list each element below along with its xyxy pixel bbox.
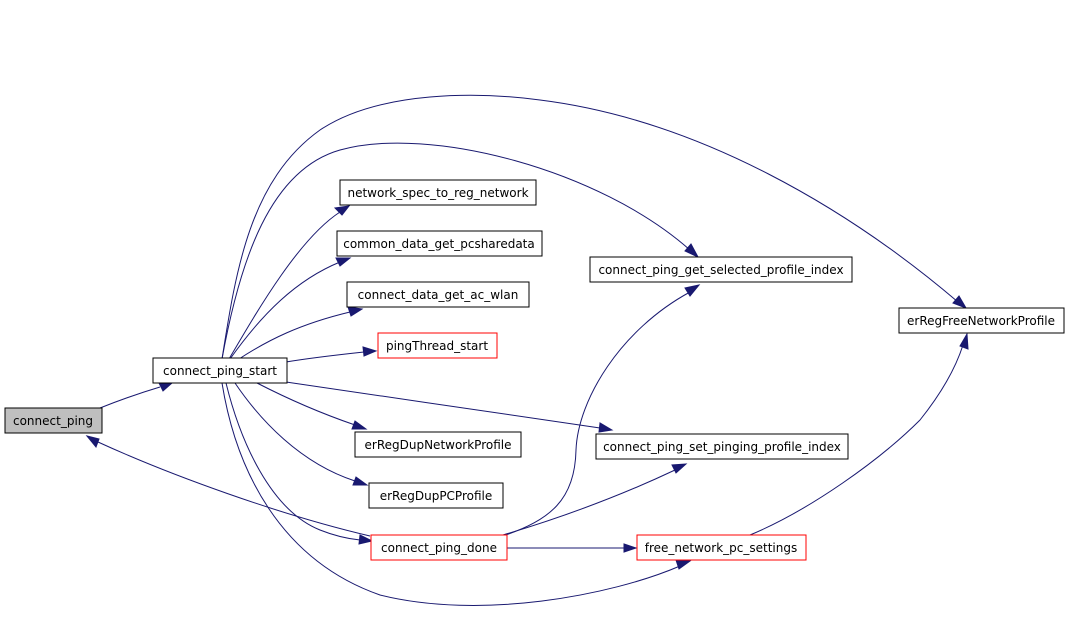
edge-start-to-common-data-get-pcsharedata	[229, 257, 352, 360]
node-network-spec-to-reg-network[interactable]: network_spec_to_reg_network	[339, 179, 537, 206]
node-label: connect_data_get_ac_wlan	[358, 288, 519, 302]
edge-connect-ping-to-connect-ping-start	[99, 382, 174, 409]
node-label: erRegFreeNetworkProfile	[907, 314, 1055, 328]
node-label: erRegDupNetworkProfile	[365, 438, 512, 452]
node-er-reg-dup-network-profile[interactable]: erRegDupNetworkProfile	[354, 431, 522, 458]
node-label: free_network_pc_settings	[645, 541, 797, 555]
edge-start-to-er-reg-dup-network-profile	[256, 382, 368, 430]
node-connect-ping-get-selected-profile-index[interactable]: connect_ping_get_selected_profile_index	[589, 256, 853, 283]
edge-free-network-pc-settings-to-er-reg-free-network-profile	[749, 332, 969, 536]
node-label: connect_ping_done	[381, 541, 497, 555]
edge-start-to-get-selected-profile-index	[221, 142, 700, 360]
edge-start-to-connect-data-get-ac-wlan	[238, 306, 364, 360]
node-label: common_data_get_pcsharedata	[343, 237, 535, 251]
edge-start-to-connect-ping-done	[225, 382, 374, 545]
node-free-network-pc-settings[interactable]: free_network_pc_settings	[636, 534, 807, 561]
node-label: connect_ping_start	[163, 364, 277, 378]
edge-start-to-er-reg-free-network-profile	[221, 94, 968, 360]
edge-start-to-network-spec-to-reg-network	[228, 205, 351, 360]
edge-start-to-ping-thread-start	[285, 346, 378, 363]
node-ping-thread-start[interactable]: pingThread_start	[377, 332, 498, 359]
node-label: pingThread_start	[386, 339, 488, 353]
node-er-reg-dup-pc-profile[interactable]: erRegDupPCProfile	[368, 482, 504, 509]
node-connect-ping-done[interactable]: connect_ping_done	[370, 534, 508, 561]
node-common-data-get-pcsharedata[interactable]: common_data_get_pcsharedata	[336, 230, 543, 257]
node-connect-data-get-ac-wlan[interactable]: connect_data_get_ac_wlan	[346, 281, 530, 308]
edge-connect-ping-done-to-connect-ping	[85, 435, 371, 537]
edge-done-to-get-selected-profile-index	[502, 284, 701, 537]
edge-done-to-set-pinging-profile-index	[502, 463, 688, 536]
edge-start-to-er-reg-dup-pc-profile	[234, 382, 369, 486]
node-er-reg-free-network-profile[interactable]: erRegFreeNetworkProfile	[898, 307, 1065, 334]
edge-done-to-free-network-pc-settings	[506, 543, 638, 553]
node-connect-ping-start[interactable]: connect_ping_start	[152, 357, 288, 384]
edge-start-to-set-pinging-profile-index	[285, 381, 614, 433]
node-label: erRegDupPCProfile	[380, 489, 493, 503]
node-connect-ping[interactable]: connect_ping	[4, 407, 103, 434]
node-label: connect_ping_get_selected_profile_index	[598, 263, 843, 277]
node-label: network_spec_to_reg_network	[347, 186, 528, 200]
node-label: connect_ping	[13, 414, 93, 428]
node-label: connect_ping_set_pinging_profile_index	[603, 440, 841, 454]
node-connect-ping-set-pinging-profile-index[interactable]: connect_ping_set_pinging_profile_index	[595, 433, 849, 460]
